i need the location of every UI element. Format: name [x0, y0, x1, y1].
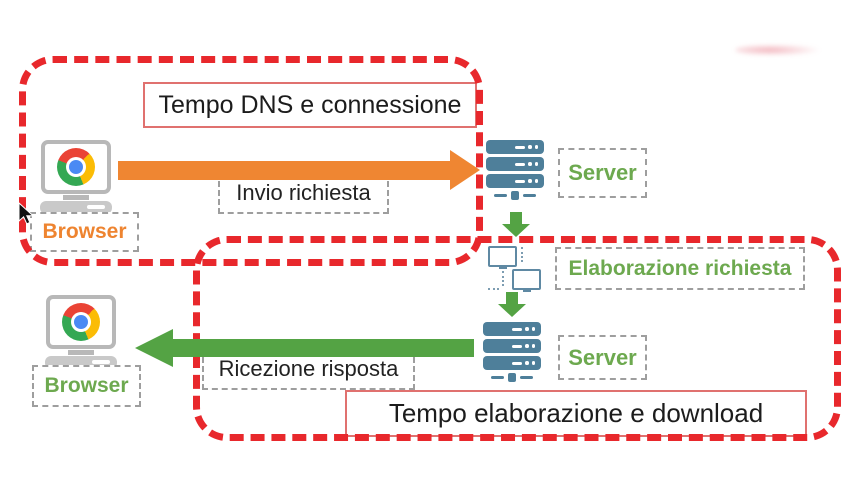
processing-to-server-arrow-head-icon [498, 304, 526, 317]
processing-to-server-arrow-body [506, 292, 518, 304]
processing-label-text: Elaborazione richiesta [568, 256, 792, 280]
chrome-logo-icon [57, 148, 95, 186]
server-rack-unit [483, 356, 541, 370]
dotted-link [521, 247, 523, 262]
dotted-link [502, 271, 504, 286]
red-smudge-artifact [735, 44, 820, 56]
server-label-top-text: Server [568, 160, 637, 185]
request-arrow-head-icon [450, 150, 480, 190]
response-arrow-body [172, 339, 474, 357]
title-dns-connection: Tempo DNS e connessione [143, 82, 477, 128]
mini-monitor-icon [488, 246, 517, 267]
server-to-processing-arrow-body [510, 212, 522, 224]
server-label-bottom-text: Server [568, 344, 637, 370]
title-dns-connection-text: Tempo DNS e connessione [158, 90, 462, 119]
request-arrow-body [118, 161, 450, 180]
monitor-icon [46, 295, 116, 349]
response-arrow-label-text: Ricezione risposta [218, 356, 399, 381]
mini-monitor-icon [512, 269, 541, 290]
title-elaboration-download-text: Tempo elaborazione e download [388, 398, 764, 428]
title-elaboration-download: Tempo elaborazione e download [345, 390, 807, 437]
server-label-top: Server [558, 148, 647, 198]
request-arrow-label-text: Invio richiesta [236, 180, 371, 205]
server-rack-unit [486, 140, 544, 154]
server-to-processing-arrow-head-icon [502, 224, 530, 237]
server-rack-unit [486, 157, 544, 171]
server-icon-top [486, 140, 544, 200]
response-arrow-head-icon [135, 329, 173, 367]
browser-label-top: Browser [30, 212, 139, 252]
server-rack-unit [483, 339, 541, 353]
dotted-link [488, 288, 499, 290]
computer-base [40, 201, 112, 214]
browser-computer-icon-top [40, 140, 112, 214]
monitor-stand [63, 195, 89, 200]
browser-label-bottom: Browser [32, 365, 141, 407]
server-label-bottom: Server [558, 335, 647, 380]
server-stand [483, 373, 541, 382]
browser-label-top-text: Browser [42, 220, 127, 243]
browser-label-bottom-text: Browser [44, 374, 129, 397]
browser-computer-icon-bottom [45, 295, 117, 369]
server-icon-bottom [483, 322, 541, 382]
server-stand [486, 191, 544, 200]
server-rack-unit [483, 322, 541, 336]
network-processing-icon [486, 244, 542, 292]
server-rack-unit [486, 174, 544, 188]
processing-label: Elaborazione richiesta [555, 247, 805, 290]
monitor-stand [68, 350, 94, 355]
chrome-logo-icon [62, 303, 100, 341]
monitor-icon [41, 140, 111, 194]
mouse-cursor-icon [18, 202, 35, 225]
